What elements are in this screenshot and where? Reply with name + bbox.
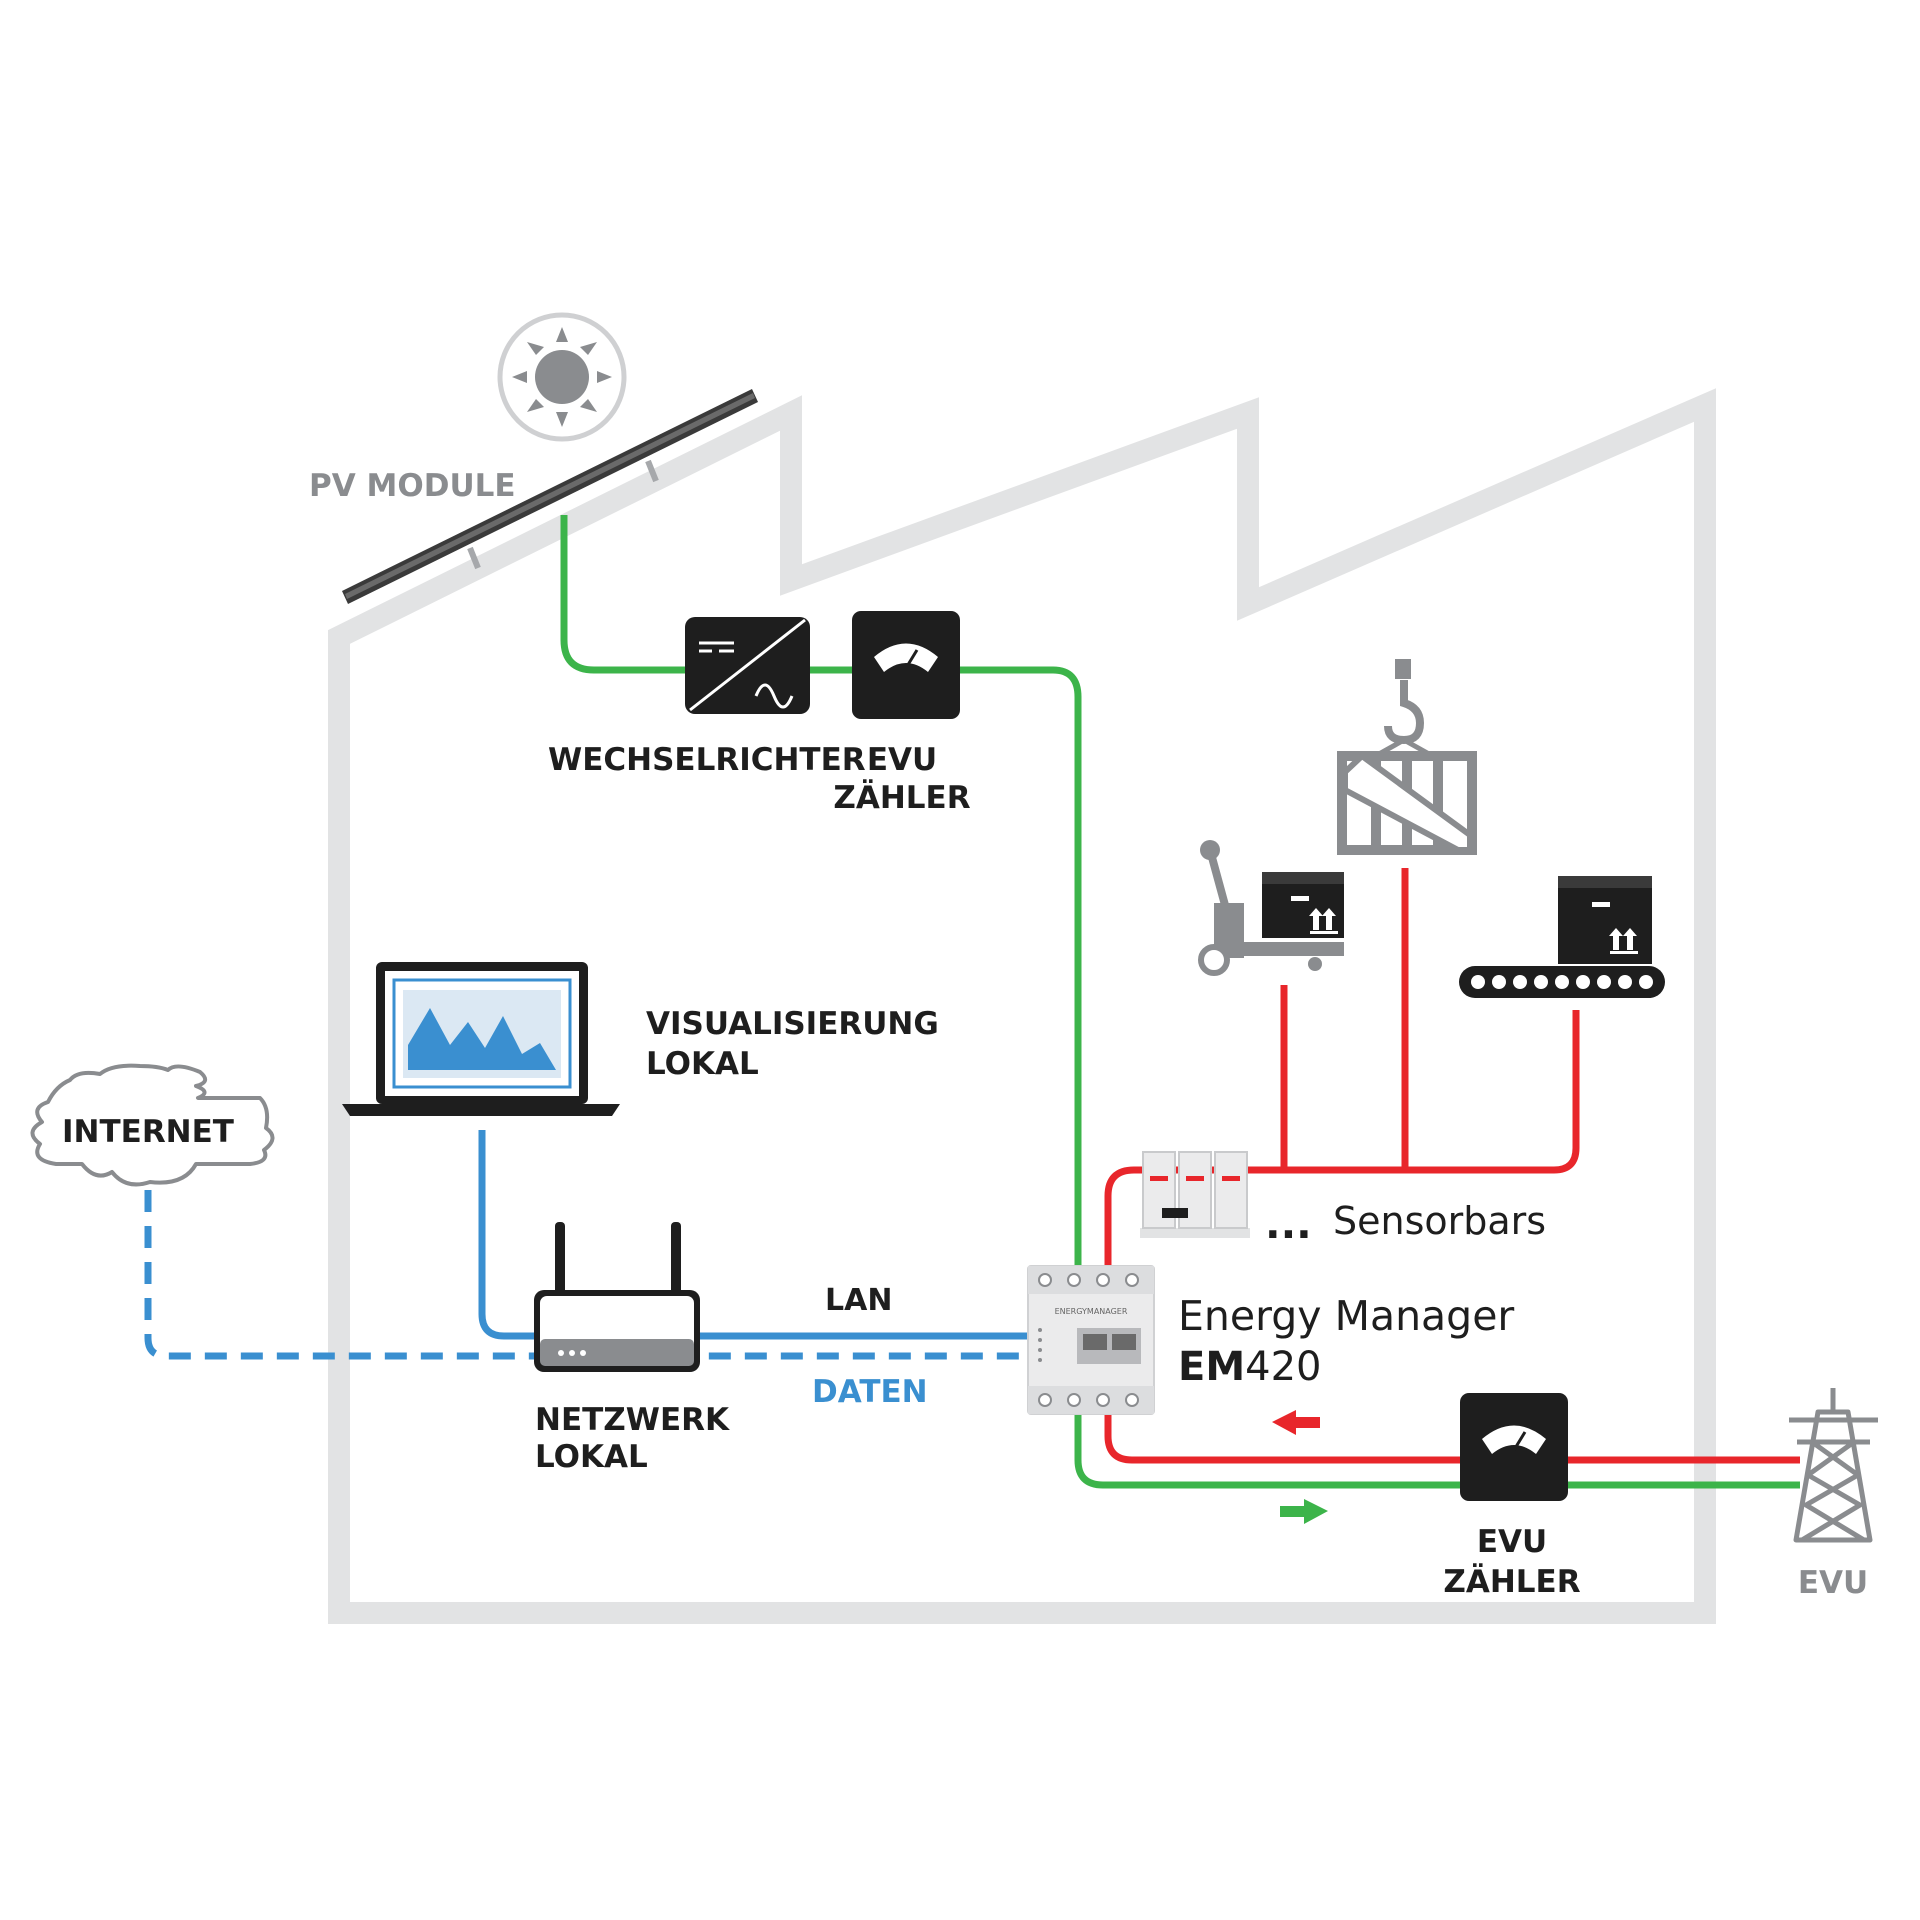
power-pylon-icon: [1789, 1388, 1878, 1543]
evu-label: EVU: [1798, 1565, 1868, 1601]
pallet-jack-icon: [1198, 840, 1344, 976]
meter-top-icon: [852, 611, 960, 719]
pv-panel-icon: [342, 389, 758, 604]
meter-bottom-icon: [1460, 1393, 1568, 1501]
conveyor-icon: [1459, 876, 1665, 998]
grid-consumption-line: [1104, 1010, 1800, 1464]
inverter-label: WECHSELRICHTER: [548, 742, 866, 778]
meter-top-label-line1: EVU: [867, 742, 937, 778]
sensorbars-dots: ...: [1265, 1200, 1312, 1248]
network-label-line2: LOKAL: [535, 1439, 648, 1475]
crane-crate-icon: [1337, 659, 1477, 855]
energy-manager-label-line1: Energy Manager: [1178, 1292, 1514, 1340]
arrow-left-red-icon: [1272, 1410, 1320, 1435]
visualization-label-line2: LOKAL: [646, 1046, 759, 1082]
svg-text:ENERGYMANAGER: ENERGYMANAGER: [1055, 1307, 1128, 1316]
inverter-icon: [685, 617, 810, 714]
router-icon: [534, 1222, 700, 1372]
internet-data-line: [144, 1190, 1032, 1360]
sensorbars-label: Sensorbars: [1333, 1199, 1546, 1243]
laptop-icon: [342, 962, 620, 1116]
pv-module-label: PV MODULE: [309, 468, 516, 504]
internet-label: INTERNET: [62, 1114, 234, 1150]
factory-building-outline: [328, 388, 1716, 1624]
meter-top-label-line2: ZÄHLER: [833, 780, 970, 816]
lan-label: LAN: [825, 1283, 892, 1318]
pv-power-line: [560, 515, 1800, 1489]
visualization-label-line1: VISUALISIERUNG: [646, 1006, 939, 1042]
data-label: DATEN: [812, 1374, 928, 1410]
energy-manager-model-label: EM420: [1178, 1344, 1322, 1390]
lan-line: [478, 1130, 1032, 1340]
meter-bottom-label-line2: ZÄHLER: [1443, 1564, 1580, 1600]
meter-bottom-label-line1: EVU: [1477, 1524, 1547, 1560]
cloud-icon: [30, 1063, 275, 1187]
sensorbars-icon: [1140, 1151, 1250, 1238]
sun-icon: [497, 312, 627, 442]
arrow-right-green-icon: [1280, 1499, 1328, 1524]
energy-manager-device-icon: ENERGYMANAGER: [1027, 1265, 1155, 1415]
network-label-line1: NETZWERK: [535, 1402, 730, 1438]
